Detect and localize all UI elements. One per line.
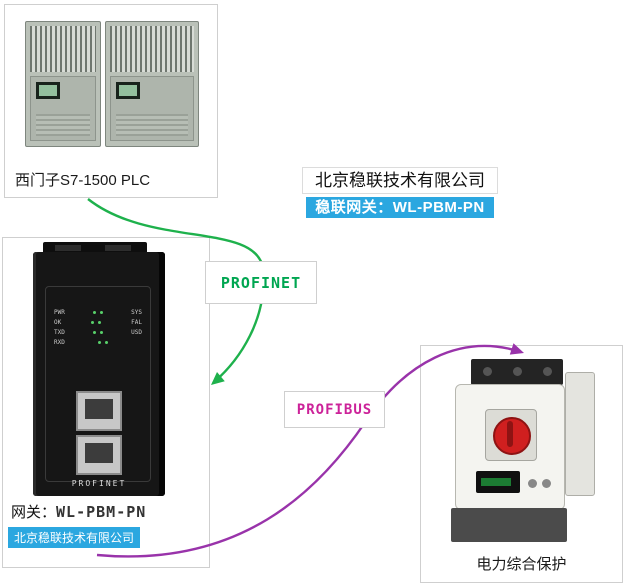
- plc-terminal-ribs: [30, 26, 96, 72]
- gateway-model-badge: 稳联网关：WL-PBM-PN: [306, 197, 494, 218]
- led-dot: [93, 330, 96, 334]
- plc-display: [36, 82, 60, 99]
- plc-vents: [36, 114, 90, 136]
- device-button: [528, 479, 537, 488]
- led-dot: [100, 310, 103, 314]
- led-label: USD: [131, 328, 142, 336]
- plc-module-image: [105, 21, 199, 147]
- terminal-screw: [483, 367, 492, 376]
- company-badge-small: 北京稳联技术有限公司: [8, 527, 141, 548]
- plc-label: 西门子S7-1500 PLC: [15, 172, 151, 189]
- plc-display: [116, 82, 140, 99]
- led-dot: [105, 340, 109, 344]
- device-display: [476, 471, 520, 493]
- protection-device-image: [455, 384, 565, 510]
- plc-panel: 西门子S7-1500 PLC: [4, 4, 218, 198]
- device-button: [542, 479, 551, 488]
- terminal-screw: [543, 367, 552, 376]
- gateway-panel: PWR SYS OK FAL TXD USD RXD PROFINET 网关：WL-P…: [2, 237, 210, 568]
- led-label: RXD: [54, 338, 65, 346]
- led-row: PWR SYS: [54, 307, 142, 317]
- plc-vents: [116, 114, 188, 136]
- gateway-front-face: PWR SYS OK FAL TXD USD RXD: [45, 286, 151, 482]
- led-label: PWR: [54, 308, 65, 316]
- led-row: TXD USD: [54, 327, 142, 337]
- red-knob: [493, 417, 531, 455]
- led-dot: [100, 330, 103, 334]
- led-label: TXD: [54, 328, 65, 336]
- led-dot: [91, 320, 95, 324]
- led-dot: [98, 320, 102, 324]
- profibus-label: PROFIBUS: [284, 391, 385, 428]
- profinet-arrowhead: [211, 372, 225, 385]
- gateway-led-labels: PWR SYS OK FAL TXD USD RXD: [54, 307, 142, 347]
- device-base: [451, 508, 567, 542]
- knob-mount: [485, 409, 537, 461]
- led-dot: [98, 340, 102, 344]
- ethernet-port: [76, 391, 122, 431]
- plc-module-image: [25, 21, 101, 147]
- gateway-label: 网关：WL-PBM-PN: [11, 501, 146, 522]
- profinet-label: PROFINET: [205, 261, 317, 304]
- led-row: RXD: [54, 337, 142, 347]
- company-name: 北京稳联技术有限公司: [302, 167, 498, 194]
- led-label: OK: [54, 318, 62, 326]
- gateway-brand-text: PROFINET: [71, 479, 127, 488]
- plc-front-door: [30, 76, 96, 141]
- gateway-device-image: PWR SYS OK FAL TXD USD RXD PROFINET: [33, 252, 165, 496]
- terminal-block: [471, 359, 563, 385]
- protection-panel: 电力综合保护: [420, 345, 623, 583]
- terminal-screw: [513, 367, 522, 376]
- gateway-label-prefix: 网关：: [11, 504, 57, 521]
- led-label: FAL: [131, 318, 142, 326]
- protection-label: 电力综合保护: [476, 556, 567, 573]
- gateway-label-model: WL-PBM-PN: [56, 503, 147, 521]
- side-module: [565, 372, 595, 496]
- plc-terminal-ribs: [110, 26, 194, 72]
- plc-front-door: [110, 76, 194, 141]
- led-row: OK FAL: [54, 317, 142, 327]
- led-dot: [93, 310, 96, 314]
- company-header: 北京稳联技术有限公司 稳联网关：WL-PBM-PN: [283, 167, 517, 218]
- ethernet-port: [76, 435, 122, 475]
- led-label: SYS: [131, 308, 142, 316]
